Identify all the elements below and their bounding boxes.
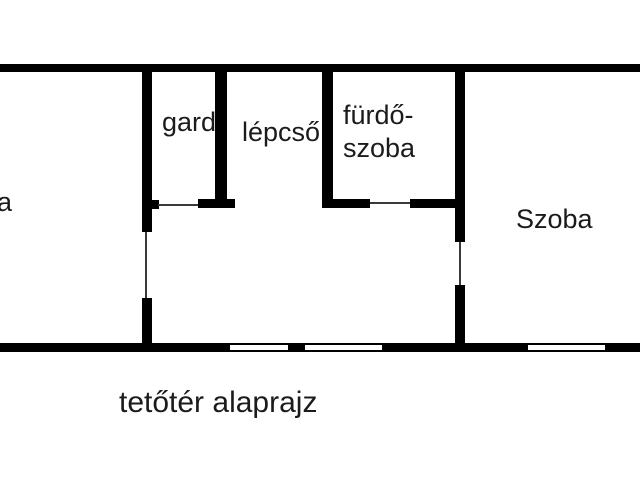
door-opening-bathroom xyxy=(370,202,410,204)
plan-caption: tetőtér alaprajz xyxy=(119,386,318,419)
wall-corridor-right-upper xyxy=(455,64,465,242)
door-opening-corridor-left xyxy=(145,232,147,298)
wall-bathroom-left xyxy=(322,64,333,208)
wall-corridor-right-lower xyxy=(455,285,465,345)
window-symbol-left xyxy=(230,343,288,352)
wall-bathroom-bottom-left xyxy=(322,199,370,208)
room-label-left-partial: a xyxy=(0,187,13,217)
wall-bathroom-bottom-right xyxy=(410,199,465,208)
room-label-wardrobe: gard xyxy=(162,107,217,137)
window-symbol-middle xyxy=(305,343,382,352)
door-opening-wardrobe xyxy=(158,204,198,206)
room-label-bathroom-line2: szoba xyxy=(343,133,416,163)
room-label-right-room: Szoba xyxy=(516,204,593,234)
wall-corridor-left-lower xyxy=(142,298,152,345)
window-symbol-right xyxy=(528,343,605,352)
wall-wardrobe-left xyxy=(142,64,152,232)
room-label-bathroom-line1: fürdő- xyxy=(343,100,414,130)
wall-wardrobe-bottom xyxy=(198,199,235,208)
wall-wardrobe-door-jamb xyxy=(152,200,159,209)
door-opening-corridor-right xyxy=(459,242,461,285)
wall-top-exterior xyxy=(0,64,640,72)
wall-wardrobe-right xyxy=(215,64,227,208)
room-label-stairs: lépcső xyxy=(242,117,321,147)
room-label-bathroom: fürdő- szoba xyxy=(343,99,415,165)
